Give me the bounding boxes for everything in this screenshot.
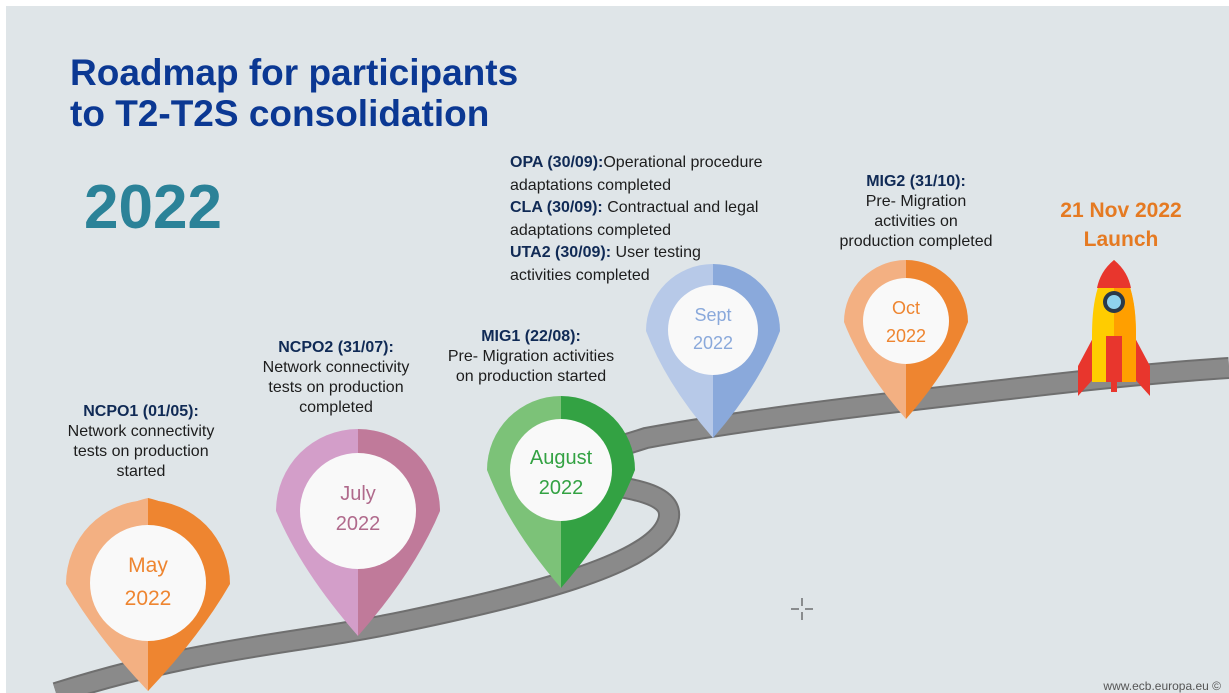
pin-august-icon xyxy=(487,396,635,588)
milestone-text: Network connectivity xyxy=(67,423,215,440)
pin-oct-icon xyxy=(844,260,968,419)
pin-may-icon xyxy=(66,498,230,691)
pin-month: July xyxy=(340,483,376,505)
milestone-ncpo1: NCPO1 (01/05): Network connectivity test… xyxy=(56,402,226,482)
milestone-text: on production started xyxy=(455,368,607,385)
milestone-code: CLA (30/09): xyxy=(510,199,603,216)
source-credit: www.ecb.europa.eu © xyxy=(1103,679,1221,693)
milestone-text: Pre- Migration xyxy=(865,193,967,210)
launch-label: 21 Nov 2022 Launch xyxy=(1031,196,1211,254)
milestone-text: tests on production xyxy=(73,443,209,460)
road-surface xyxy=(53,359,1229,693)
milestone-text: production completed xyxy=(839,233,993,250)
milestone-code: NCPO2 (31/07): xyxy=(278,339,394,356)
pin-may-label: May 2022 xyxy=(88,549,208,615)
road-graphic xyxy=(52,260,1229,693)
page-title: Roadmap for participants to T2-T2S conso… xyxy=(70,52,518,134)
pin-oct-label: Oct 2022 xyxy=(861,294,951,350)
milestone-text: completed xyxy=(299,399,373,416)
milestone-text: Network connectivity xyxy=(262,359,410,376)
milestone-text: tests on production xyxy=(268,379,404,396)
milestone-sept: OPA (30/09):Operational procedure adapta… xyxy=(510,152,830,287)
pin-july-icon xyxy=(276,429,440,636)
milestone-mig2: MIG2 (31/10): Pre- Migration activities … xyxy=(818,172,1014,252)
launch-date: 21 Nov 2022 xyxy=(1060,199,1182,222)
milestone-text: adaptations completed xyxy=(510,176,671,194)
crosshair-cursor-icon xyxy=(791,598,813,620)
pin-august-label: August 2022 xyxy=(506,443,616,503)
milestone-code: MIG2 (31/10): xyxy=(866,173,966,190)
milestone-code: NCPO1 (01/05): xyxy=(83,403,199,420)
pin-month: August xyxy=(529,447,593,469)
pin-month: Oct xyxy=(891,298,920,318)
milestone-text: activities completed xyxy=(510,266,650,284)
pin-july-label: July 2022 xyxy=(298,479,418,539)
milestone-code: MIG1 (22/08): xyxy=(481,328,581,345)
pin-sept-icon xyxy=(646,264,780,438)
milestone-text: adaptations completed xyxy=(510,221,671,239)
year-label: 2022 xyxy=(84,173,222,242)
milestone-text: User testing xyxy=(611,244,701,261)
launch-text: Launch xyxy=(1083,228,1159,251)
pin-year: 2022 xyxy=(538,477,584,499)
title-line-2: to T2-T2S consolidation xyxy=(70,93,490,134)
milestone-ncpo2: NCPO2 (31/07): Network connectivity test… xyxy=(246,338,426,418)
milestone-text: Contractual and legal xyxy=(602,199,759,216)
pin-year: 2022 xyxy=(885,326,927,346)
milestone-text: activities on xyxy=(874,213,958,230)
milestone-code: OPA (30/09): xyxy=(510,154,604,171)
milestone-code: UTA2 (30/09): xyxy=(510,244,612,261)
pin-sept-label: Sept 2022 xyxy=(668,301,758,357)
pin-month: Sept xyxy=(694,305,732,325)
rocket-icon xyxy=(1078,260,1150,396)
pin-year: 2022 xyxy=(335,513,381,535)
pin-year: 2022 xyxy=(124,587,172,610)
pin-month: May xyxy=(128,554,168,577)
milestone-text: Pre- Migration activities xyxy=(447,348,615,365)
milestone-text: started xyxy=(116,463,166,480)
slide: Roadmap for participants to T2-T2S conso… xyxy=(6,6,1229,693)
title-line-1: Roadmap for participants xyxy=(70,52,519,93)
milestone-mig1: MIG1 (22/08): Pre- Migration activities … xyxy=(426,327,636,387)
milestone-text: Operational procedure xyxy=(603,154,763,171)
pin-year: 2022 xyxy=(692,333,734,353)
